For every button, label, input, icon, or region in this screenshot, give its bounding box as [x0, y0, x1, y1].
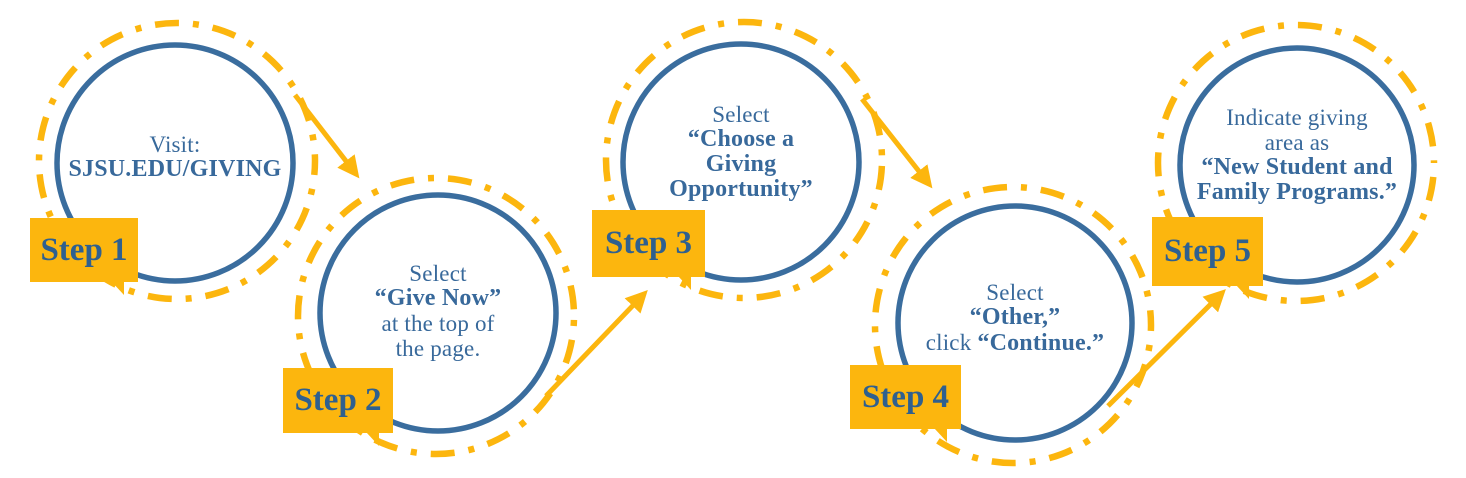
- step-5-line: Indicate giving: [1226, 105, 1368, 130]
- step-1-badge-tail: [111, 281, 124, 295]
- step-2-line: “Give Now”: [374, 285, 502, 311]
- step-1-badge: Step 1: [30, 218, 138, 295]
- step-5-line: Family Programs.”: [1196, 179, 1398, 205]
- step-2-badge: Step 2: [283, 368, 393, 446]
- step-3-text: Select “Choose a Giving Opportunity”: [616, 102, 866, 202]
- step-1-line: Visit:: [149, 132, 201, 157]
- step-2-badge-tail: [366, 432, 379, 446]
- step-2-line: at the top of: [381, 311, 495, 336]
- step-5-line: “New Student and: [1201, 154, 1393, 180]
- step-4-line: “Other,”: [969, 304, 1061, 330]
- step-2-line: the page.: [395, 336, 481, 361]
- step-3-line: Giving: [705, 151, 777, 177]
- step-5-badge-label: Step 5: [1163, 233, 1252, 269]
- step-3-line: Select: [712, 102, 770, 127]
- step-3-line: Opportunity”: [669, 176, 813, 202]
- step-5-text: Indicate giving area as “New Student and…: [1172, 105, 1422, 205]
- step-4-line-bold: “Continue.”: [977, 330, 1105, 356]
- arrow-step2-to-step3-icon: [544, 290, 648, 398]
- step-5-badge: Step 5: [1152, 217, 1263, 299]
- step-5-line: area as: [1264, 130, 1330, 155]
- step-2-badge-label: Step 2: [294, 382, 382, 418]
- step-4-badge: Step 4: [850, 365, 961, 442]
- step-1-line: SJSU.EDU/GIVING: [68, 156, 282, 182]
- step-1-badge-label: Step 1: [40, 231, 128, 268]
- step-3-line: “Choose a: [687, 126, 795, 152]
- step-3-badge-label: Step 3: [604, 225, 693, 261]
- step-5-dashed-ring-icon: [1154, 21, 1438, 305]
- step-4-badge-tail: [934, 428, 947, 442]
- step-4-line-regular: click: [925, 330, 972, 355]
- step-4-line: Select: [986, 280, 1044, 305]
- step-3-dashed-ring-icon: [602, 18, 886, 302]
- step-4-text: Select “Other,” click “Continue.”: [890, 280, 1140, 356]
- step-4-dashed-ring-icon: [871, 183, 1155, 467]
- step-2-text: Select “Give Now” at the top of the page…: [313, 261, 563, 361]
- arrow-step1-to-step2-icon: [293, 93, 360, 179]
- arrow-step4-to-step5-icon: [1106, 289, 1226, 408]
- step-2-line: Select: [409, 261, 467, 286]
- step-1-dashed-ring-icon: [35, 19, 319, 303]
- step-5-badge-tail: [1236, 285, 1249, 299]
- step-3-badge-tail: [678, 276, 691, 290]
- step-4-badge-label: Step 4: [861, 378, 950, 415]
- step-4-line: click “Continue.”: [890, 330, 1140, 356]
- arrow-step3-to-step4-icon: [860, 97, 933, 189]
- step-2-dashed-ring-icon: [294, 174, 578, 458]
- step-3-badge: Step 3: [592, 210, 705, 290]
- step-1-text: Visit: SJSU.EDU/GIVING: [50, 132, 300, 182]
